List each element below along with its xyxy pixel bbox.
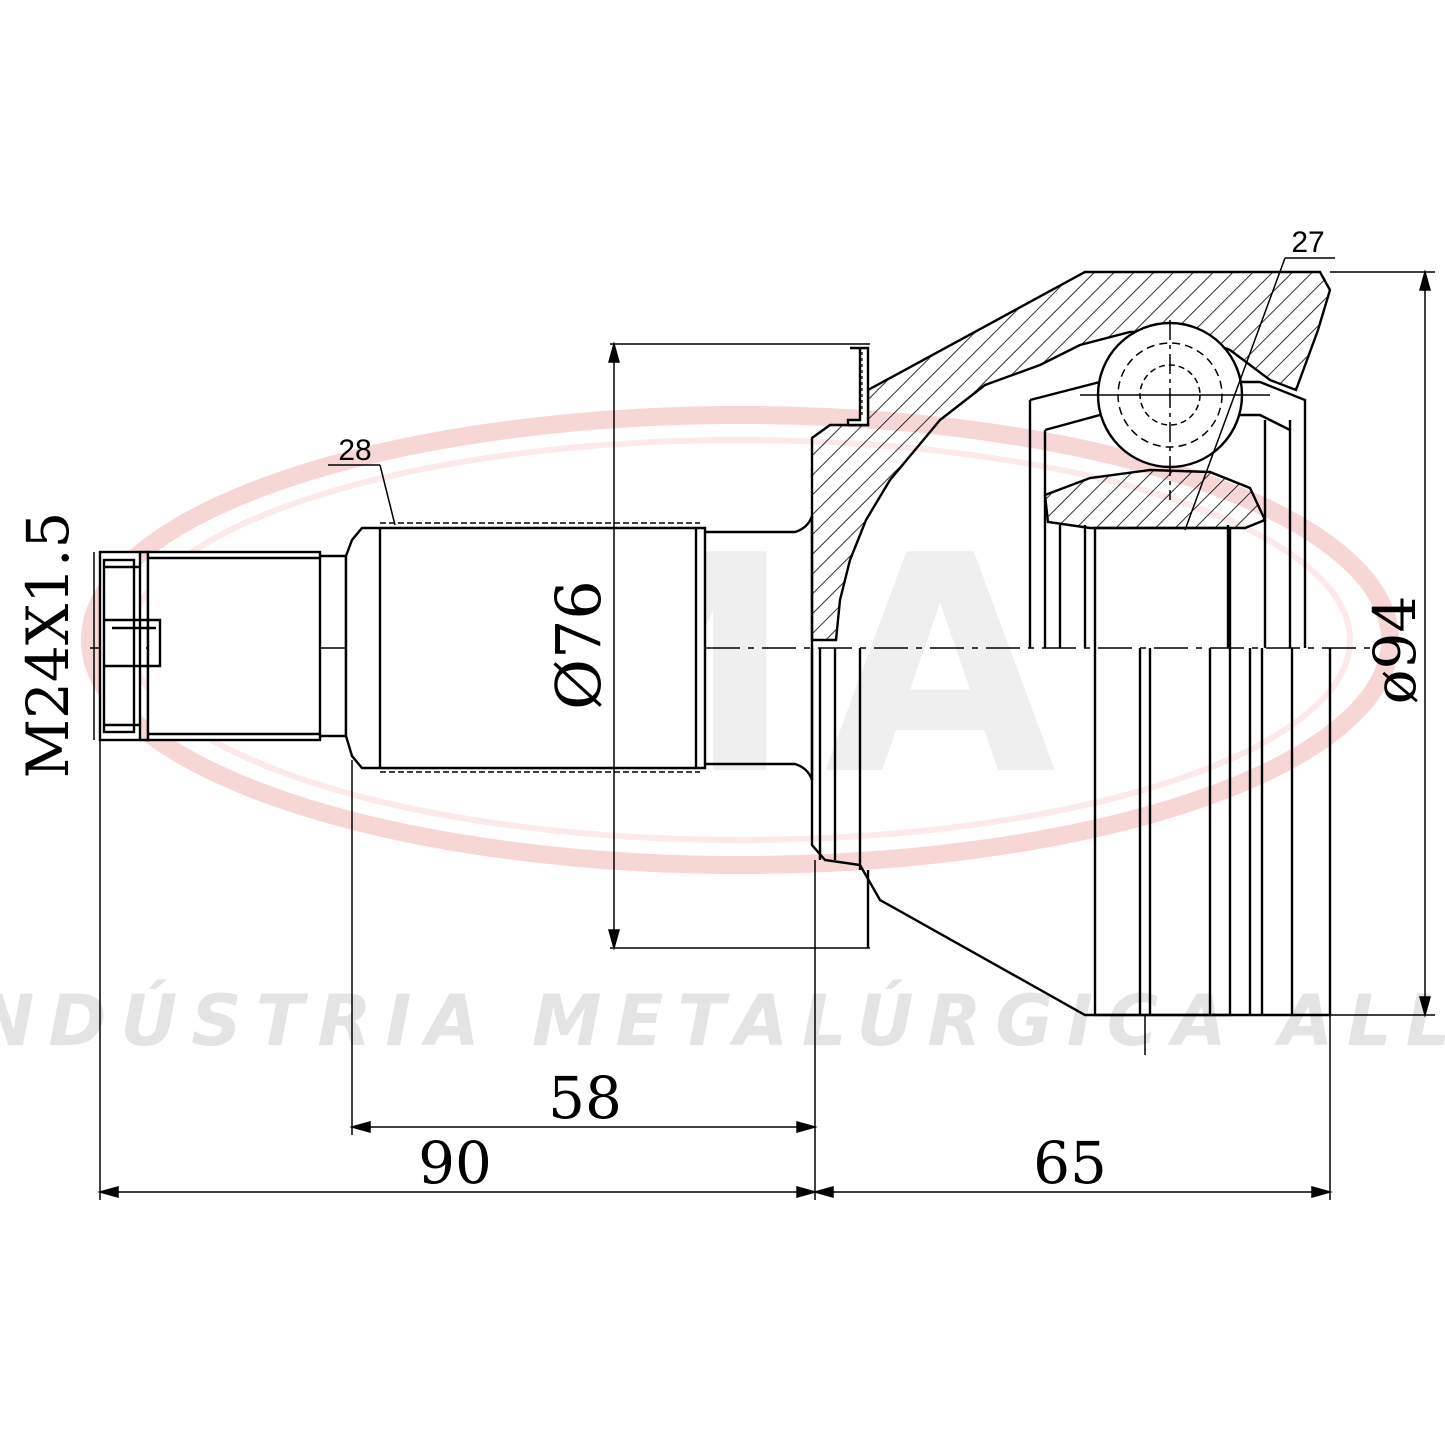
dim-outer-diameter-label: ø94	[1361, 596, 1429, 705]
leader-28	[328, 464, 396, 526]
dim-length-90-label: 90	[418, 1129, 492, 1197]
dim-length-58-label: 58	[548, 1064, 622, 1132]
leader-27	[1184, 257, 1335, 531]
dimension-lines	[93, 269, 1435, 1200]
bell-housing-section	[810, 270, 1332, 642]
ball-bearing	[1080, 320, 1270, 500]
dim-shaft-diameter-label: Ø76	[542, 580, 615, 710]
dim-thread-label: M24X1.5	[14, 512, 82, 779]
bell-housing	[810, 270, 1332, 1055]
dim-length-65-label: 65	[1033, 1129, 1107, 1197]
part-label-27: 27	[1291, 226, 1324, 259]
part-label-28: 28	[338, 434, 371, 467]
watermark-tagline: INDÚSTRIA METALÚRGICA ALLI	[0, 980, 1445, 1062]
threaded-end	[98, 550, 348, 742]
watermark-ring	[81, 406, 1399, 874]
inner-race-section	[1043, 468, 1267, 530]
